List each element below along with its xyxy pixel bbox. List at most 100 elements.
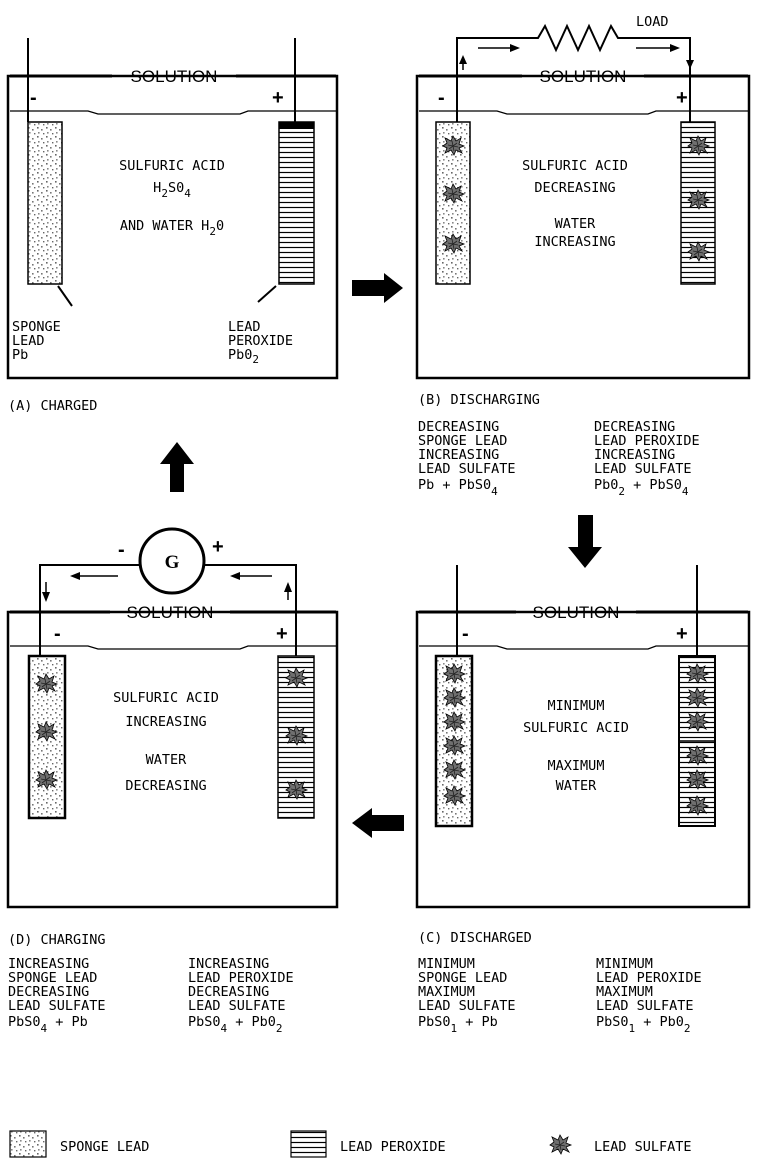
cell-d-current-arrowhead-2 xyxy=(230,572,240,580)
cell-d-sulfate-crystal xyxy=(285,725,308,746)
legend-sponge-lead-label: SPONGE LEAD xyxy=(60,1139,149,1155)
cell-a-formula-water: AND WATER H20 xyxy=(120,218,224,238)
cell-b-current-arrowhead-3 xyxy=(459,55,467,64)
cell-a-right-pointer xyxy=(257,285,277,303)
cell-d-galvanometer-minus: - xyxy=(118,539,125,561)
cell-c-sulfate-crystal xyxy=(686,663,709,684)
cell-d-left-note-1: INCREASING xyxy=(8,956,89,972)
cell-b-sulfate-crystal xyxy=(442,183,465,204)
cell-b-left-note-2: SPONGE LEAD xyxy=(418,433,507,449)
cell-c-sulfate-crystal xyxy=(686,795,709,816)
cell-d-plus-sign: + xyxy=(276,623,288,645)
cell-d-left-note-4: LEAD SULFATE xyxy=(8,998,106,1014)
cell-a-container xyxy=(6,74,339,380)
cell-b-left-note-1: DECREASING xyxy=(418,419,499,435)
cell-a-lead-peroxide-plate xyxy=(278,121,315,285)
cell-d-solution-label: SOLUTION xyxy=(127,603,214,622)
cell-d-text-line-2: INCREASING xyxy=(125,714,206,730)
cell-c-right-note-4: LEAD SULFATE xyxy=(596,998,694,1014)
legend-sponge-lead-swatch xyxy=(9,1130,47,1158)
cell-c-left-note-3: MAXIMUM xyxy=(418,984,475,1000)
cell-a-text-line-1: SULFURIC ACID xyxy=(119,158,225,174)
flow-arrow-left xyxy=(352,808,404,838)
cell-c-solution-label: SOLUTION xyxy=(533,603,620,622)
cell-b-left-note-5: Pb + PbS04 xyxy=(418,477,498,498)
cell-b-current-arrowhead-2 xyxy=(670,44,680,52)
cell-b-minus-sign: - xyxy=(438,87,445,109)
cell-a-left-label-2: LEAD xyxy=(12,333,45,349)
cell-c-right-note-1: MINIMUM xyxy=(596,956,653,972)
cell-d-liquid-surface xyxy=(10,645,336,650)
cell-d-sulfate-crystal xyxy=(35,769,58,790)
cell-c-text-line-1: MINIMUM xyxy=(548,698,605,714)
cell-a-minus-sign: - xyxy=(30,87,37,109)
cell-d-current-arrowhead-4 xyxy=(284,582,292,592)
cell-b-sulfate-crystal xyxy=(442,135,465,156)
cell-d-caption: (D) CHARGING xyxy=(8,932,106,948)
cell-c-text-line-3: MAXIMUM xyxy=(548,758,605,774)
legend-lead-peroxide-swatch xyxy=(290,1130,327,1158)
cell-d-galvanometer-plus: + xyxy=(212,536,224,558)
cell-b-load-label: LOAD xyxy=(636,14,669,30)
cell-b-solution-label: SOLUTION xyxy=(540,67,627,86)
cell-b-text-line-1: SULFURIC ACID xyxy=(522,158,628,174)
cell-d-sulfate-crystal xyxy=(285,779,308,800)
cell-c-left-note-2: SPONGE LEAD xyxy=(418,970,507,986)
cell-c-sulfate-crystal xyxy=(686,711,709,732)
cell-b-right-note-4: LEAD SULFATE xyxy=(594,461,692,477)
cell-c-left-note-5: PbS01 + Pb xyxy=(418,1014,498,1035)
cell-b-container xyxy=(415,74,751,380)
cell-a-liquid-surface xyxy=(10,110,336,115)
cell-b-sponge-lead-plate xyxy=(435,121,471,285)
cell-a-left-label-3: Pb xyxy=(12,347,28,363)
cell-a: SOLUTION - + SULFURIC ACID H2S04 AND WAT… xyxy=(6,38,339,414)
cell-b-current-arrowhead-1 xyxy=(510,44,520,52)
cell-c-caption: (C) DISCHARGED xyxy=(418,930,532,946)
cell-c-sulfate-crystal xyxy=(443,785,466,806)
cell-b-right-note-2: LEAD PEROXIDE xyxy=(594,433,700,449)
cell-d: G - + SOLUTION - + SULFURIC ACID INCREAS… xyxy=(6,527,339,1035)
cell-d-right-note-3: DECREASING xyxy=(188,984,269,1000)
cell-c-sulfate-crystal xyxy=(443,711,466,732)
cell-b-sulfate-crystal xyxy=(687,135,710,156)
cell-c-left-note-4: LEAD SULFATE xyxy=(418,998,516,1014)
cell-c-minus-sign: - xyxy=(462,623,469,645)
cell-b-right-note-1: DECREASING xyxy=(594,419,675,435)
cell-b-text-line-2: DECREASING xyxy=(534,180,615,196)
cell-c-sulfate-crystal xyxy=(686,745,709,766)
legend: SPONGE LEAD LEAD PEROXIDE LEAD SULFATE xyxy=(9,1130,692,1158)
cell-a-left-label-1: SPONGE xyxy=(12,319,61,335)
cell-c-right-note-3: MAXIMUM xyxy=(596,984,653,1000)
cell-d-left-note-5: PbS04 + Pb xyxy=(8,1014,88,1035)
flow-arrow-right xyxy=(352,273,403,303)
cell-b-right-note-3: INCREASING xyxy=(594,447,675,463)
cell-b-text-line-3: WATER xyxy=(555,216,597,232)
cell-d-sulfate-crystal xyxy=(285,667,308,688)
cell-b-text-line-4: INCREASING xyxy=(534,234,615,250)
cell-b: LOAD SOLUTION - + SULFURIC ACID DECREASI… xyxy=(415,14,751,498)
flow-arrow-up xyxy=(160,442,194,492)
cell-a-right-label-3: Pb02 xyxy=(228,347,259,366)
cell-d-galvanometer xyxy=(138,527,206,595)
cell-d-left-note-3: DECREASING xyxy=(8,984,89,1000)
cell-b-caption: (B) DISCHARGING xyxy=(418,392,540,408)
cell-a-peroxide-plate-cap xyxy=(279,122,314,129)
cell-d-text-line-4: DECREASING xyxy=(125,778,206,794)
cell-c-container xyxy=(415,610,751,909)
cell-c-left-note-1: MINIMUM xyxy=(418,956,475,972)
cell-b-liquid-surface xyxy=(419,110,748,115)
cell-a-caption: (A) CHARGED xyxy=(8,398,97,414)
cell-c: SOLUTION - + MINIMUM SULFURIC ACID MAXIM… xyxy=(415,565,751,1035)
cell-d-text-line-3: WATER xyxy=(146,752,188,768)
cell-d-right-note-5: PbS04 + Pb02 xyxy=(188,1014,283,1035)
cell-c-text-line-4: WATER xyxy=(556,778,598,794)
cell-b-sulfate-crystal xyxy=(442,233,465,254)
cell-d-right-note-2: LEAD PEROXIDE xyxy=(188,970,294,986)
cell-c-sulfate-crystal xyxy=(443,735,466,756)
cell-a-left-pointer xyxy=(57,285,73,307)
cell-a-right-label-2: PEROXIDE xyxy=(228,333,293,349)
cell-a-solution-label: SOLUTION xyxy=(131,67,218,86)
cell-a-formula-h2so4: H2S04 xyxy=(153,180,191,200)
cell-b-load-circuit xyxy=(456,23,691,100)
